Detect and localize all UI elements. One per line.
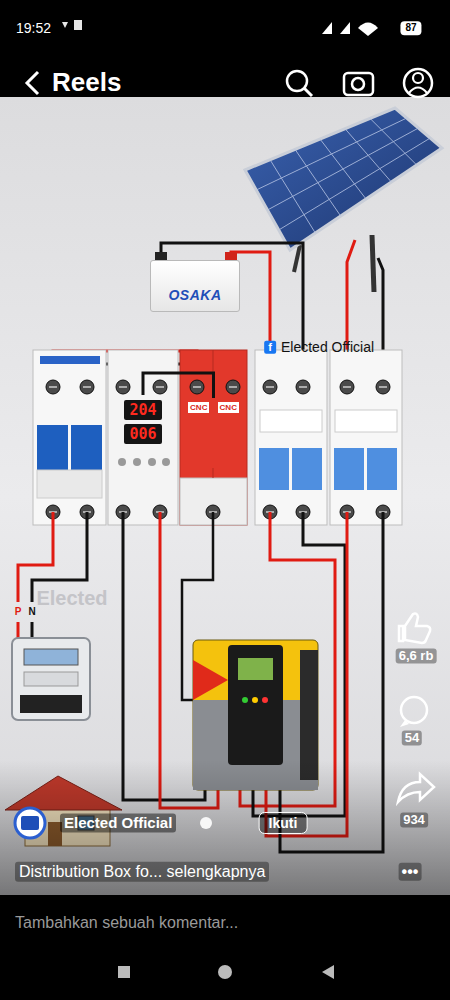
watermark: Elected — [36, 587, 107, 610]
facebook-icon: f — [264, 341, 276, 354]
follow-button: Ikuti — [259, 812, 308, 834]
neutral-label: N — [28, 606, 35, 618]
brand-tag: CNC — [188, 402, 209, 413]
account-name: Elected Official — [60, 813, 176, 832]
battery-brand: OSAKA — [168, 287, 221, 303]
voltage-display: 204 — [124, 400, 161, 420]
screen-title: Reels — [52, 68, 121, 98]
more-menu: ••• — [399, 863, 422, 881]
like-count: 6,6 rb — [396, 649, 437, 664]
phase-label: P — [15, 606, 22, 618]
comment-placeholder: Tambahkan sebuah komentar... — [15, 914, 238, 932]
status-time: 19:52 — [16, 20, 51, 36]
share-count: 934 — [400, 813, 428, 828]
comment-input: Tambahkan sebuah komentar... — [0, 895, 450, 950]
reel-caption: Distribution Box fo... selengkapnya — [15, 862, 269, 882]
comment-count: 54 — [402, 731, 422, 746]
battery-box: OSAKA — [150, 260, 240, 312]
voltage-protector: 204006 — [111, 395, 175, 449]
brand-tag: CNC — [218, 402, 239, 413]
watermark: Elected Official — [281, 339, 374, 355]
battery-level: 87 — [400, 21, 421, 35]
voltage-display: 006 — [124, 424, 161, 444]
surge-protector: CNC CNC — [182, 398, 245, 468]
